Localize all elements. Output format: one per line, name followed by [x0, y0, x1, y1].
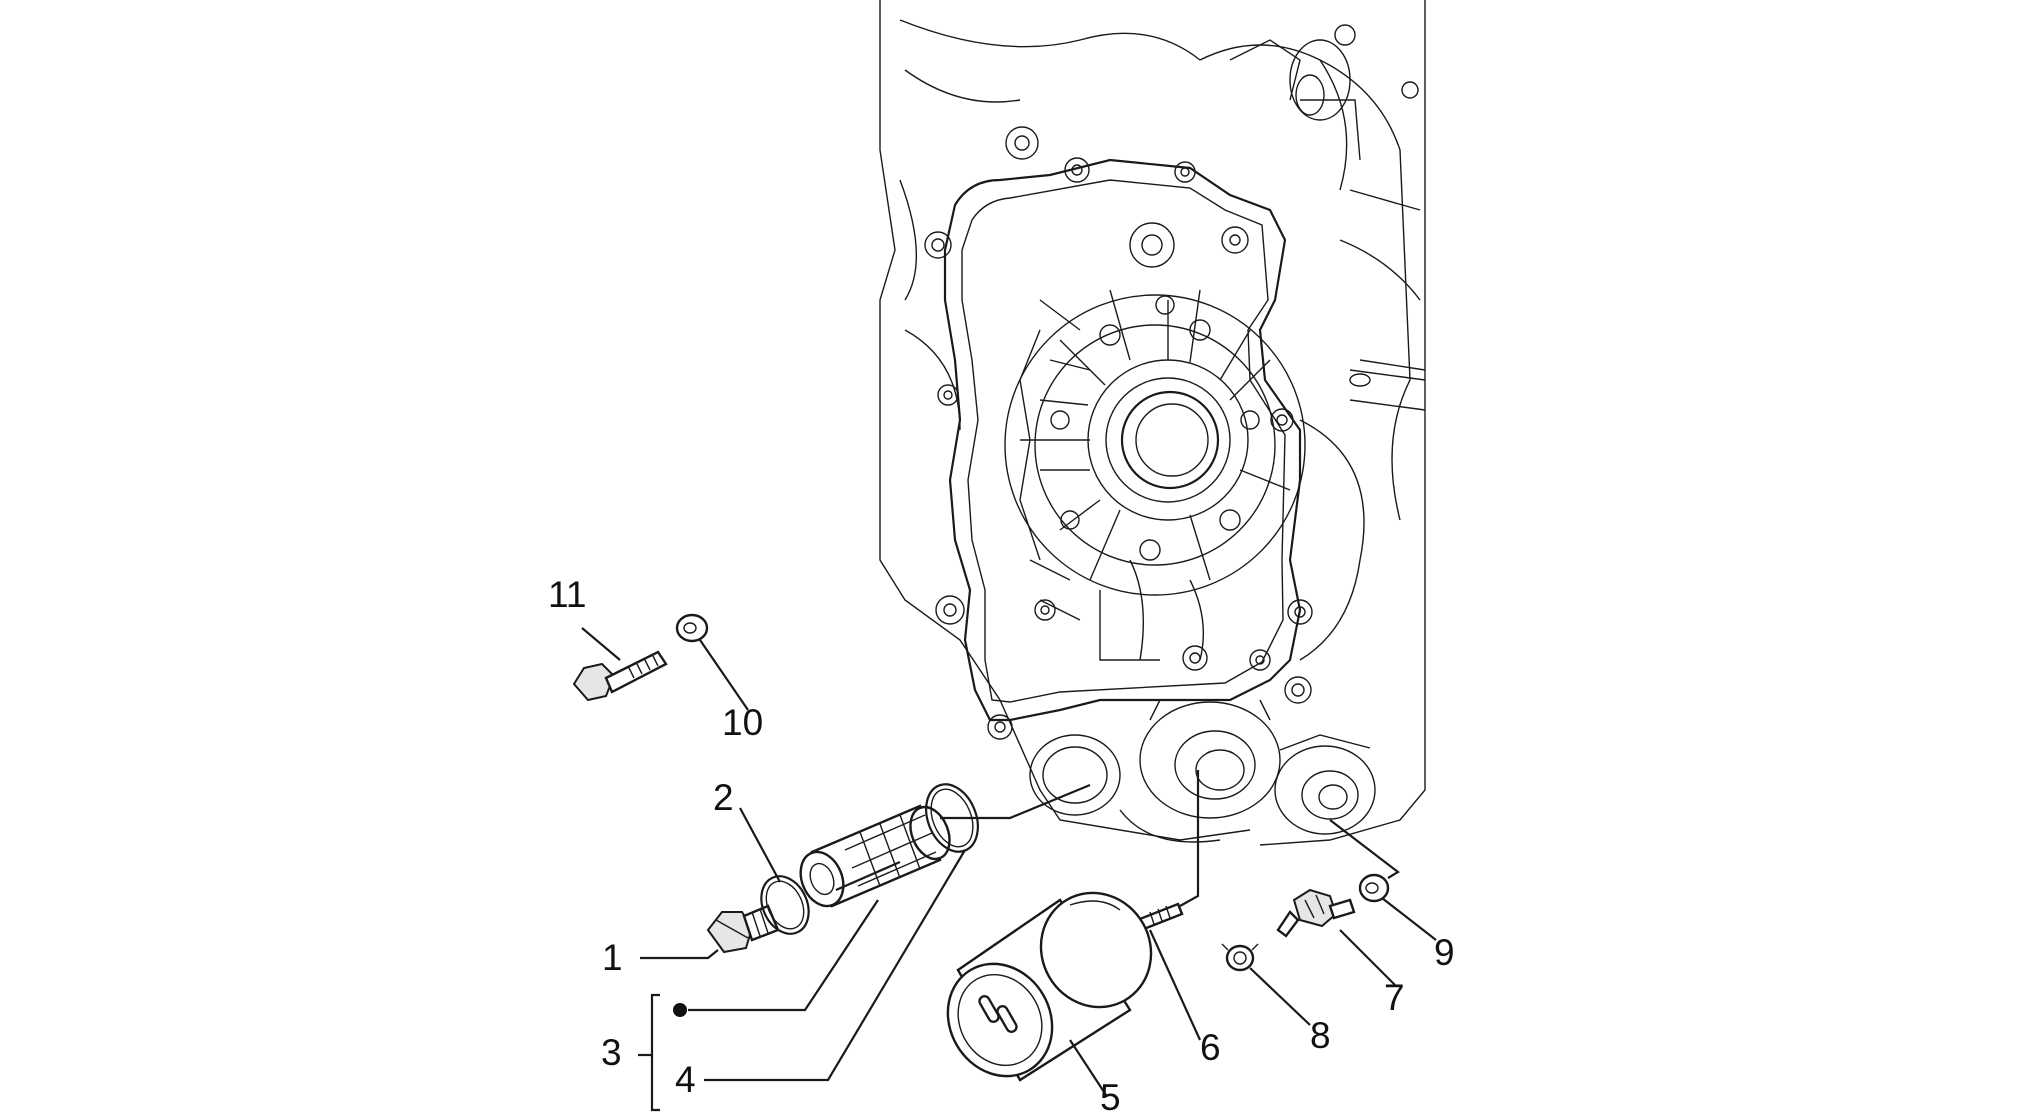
callout-8: 8	[1310, 1015, 1331, 1056]
part-9-washer	[1358, 873, 1390, 903]
part-2-o-ring	[760, 875, 810, 935]
callout-7: 7	[1384, 977, 1405, 1018]
callout-1: 1	[602, 937, 623, 978]
callout-10: 10	[722, 702, 763, 743]
filled-dot-icon	[673, 1003, 687, 1017]
callout-11: 11	[548, 574, 586, 615]
callout-5: 5	[1100, 1077, 1121, 1114]
callout-6: 6	[1200, 1027, 1221, 1068]
part-7-sensor	[1276, 888, 1356, 938]
callout-4: 4	[675, 1059, 696, 1100]
part-10-washer	[675, 613, 709, 643]
part-3-strainer	[799, 804, 951, 908]
leader-lines	[581, 627, 1437, 1112]
part-8-clip	[1221, 943, 1259, 972]
crankcase-illustration	[879, 0, 1426, 846]
part-1-drain-plug	[706, 904, 780, 954]
callout-labels: 11 10 2 1 3 4 5 6 8 7 9	[548, 574, 1455, 1114]
callout-9: 9	[1434, 932, 1455, 973]
part-11-bolt	[572, 650, 668, 702]
callout-3: 3	[601, 1032, 622, 1073]
part-5-oil-filter	[946, 891, 1153, 1082]
callout-2: 2	[713, 777, 734, 818]
